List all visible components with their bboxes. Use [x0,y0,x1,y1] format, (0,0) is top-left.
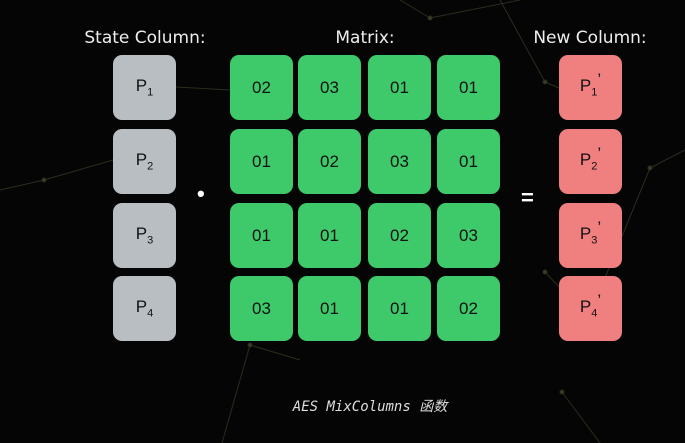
matrix-value: 01 [320,225,339,245]
matrix-cell: 01 [298,203,361,268]
matrix-cell: 01 [437,129,500,194]
matrix-cell: 03 [368,129,431,194]
new-column-cell: P1’ [559,55,622,120]
matrix-cell: 01 [437,55,500,120]
new-column-cell: P3’ [559,203,622,268]
new-label: P1’ [579,70,602,99]
matrix-value: 01 [390,298,409,318]
matrix-value: 02 [320,151,339,171]
dot-operator: • [197,181,205,206]
matrix-cell: 02 [368,203,431,268]
matrix-cell: 02 [298,129,361,194]
matrix-cell: 03 [230,276,293,341]
state-cell: P3 [113,203,176,268]
matrix-cell: 01 [298,276,361,341]
matrix-cell: 03 [437,203,500,268]
matrix-cell: 01 [230,129,293,194]
matrix-value: 03 [390,151,409,171]
new-label: P2’ [579,144,602,173]
state-column-header: State Column: [84,28,206,48]
matrix-cell: 01 [368,55,431,120]
matrix-cell: 02 [437,276,500,341]
new-label: P3’ [579,218,602,247]
state-cell: P1 [113,55,176,120]
matrix-value: 01 [459,77,478,97]
matrix-value: 01 [320,298,339,318]
matrix-value: 02 [252,77,271,97]
state-cell: P4 [113,276,176,341]
new-column-header: New Column: [533,28,647,48]
matrix-cell: 03 [298,55,361,120]
caption: AES MixColumns 函数 [292,399,448,415]
new-column-cell: P2’ [559,129,622,194]
matrix-value: 01 [252,151,271,171]
new-column-cell: P4’ [559,276,622,341]
matrix-cell: 01 [368,276,431,341]
matrix-value: 03 [320,77,339,97]
matrix-value: 02 [390,225,409,245]
state-label: P4 [135,297,154,320]
state-label: P3 [135,224,154,247]
matrix-value: 01 [459,151,478,171]
matrix-value: 01 [390,77,409,97]
matrix-header: Matrix: [335,28,395,48]
matrix-value: 03 [252,298,271,318]
matrix-value: 02 [459,298,478,318]
new-label: P4’ [579,291,602,320]
equals-operator: = [521,185,534,210]
matrix-cell: 02 [230,55,293,120]
state-label: P2 [135,150,154,173]
matrix-value: 03 [459,225,478,245]
matrix-value: 01 [252,225,271,245]
matrix-cell: 01 [230,203,293,268]
state-label: P1 [135,76,154,99]
state-cell: P2 [113,129,176,194]
